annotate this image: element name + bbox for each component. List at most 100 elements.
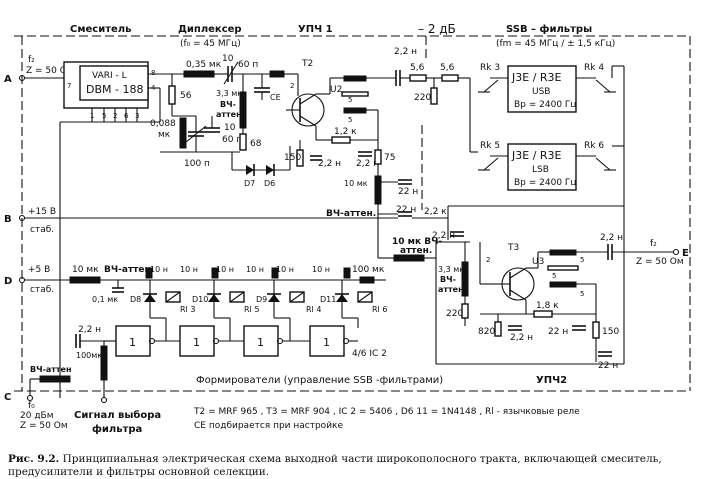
c22n-j-label: 2,2 н xyxy=(600,233,623,243)
diplexer-freq: (f₀ = 45 МГц) xyxy=(180,39,241,49)
r56-label: 56 xyxy=(180,91,192,101)
l10n-label: 10 н xyxy=(216,265,234,274)
port-c-freq: f₀ xyxy=(28,401,35,411)
gate-label: 1 xyxy=(129,336,136,349)
mixer-pin: 8 xyxy=(151,69,155,77)
relay-rk4: Rk 4 xyxy=(584,63,604,73)
relay-rk6: Rk 6 xyxy=(584,141,604,151)
vch-att2-label: ВЧ-аттен. xyxy=(326,209,376,219)
port-e-impedance: Z = 50 Ом xyxy=(636,257,684,267)
gate-3 xyxy=(243,325,279,357)
d9-label: D9 xyxy=(256,295,267,304)
r220-label: 220 xyxy=(414,93,431,103)
gate-4 xyxy=(309,325,345,357)
att3-vch2-label: аттен xyxy=(438,285,464,294)
att-vch2-label: аттен. xyxy=(216,110,245,119)
gate-label: 1 xyxy=(323,336,330,349)
c22n-h-label: 22 н xyxy=(548,327,568,337)
c100p-label: 100 п xyxy=(184,159,210,169)
diplexer: 0,35 мк 10 60 п 56 0,088 мк 100 п 10 60 … xyxy=(148,54,270,169)
attenuation-label: – 2 дБ xyxy=(418,22,456,36)
att33-label: 3,3 мк xyxy=(216,89,242,98)
pin5-label: 5 xyxy=(348,96,352,104)
c22n-g-label: 2,2 н xyxy=(510,333,533,343)
port-c: ВЧ-аттен C f₀ 20 дБм Z = 50 Ом xyxy=(4,365,72,431)
mixer-line1: VARI - L xyxy=(92,71,127,81)
port-b-label: B xyxy=(4,214,12,225)
section-borders xyxy=(14,35,691,392)
attenuator-pad: 2,2 н 5,6 5,6 220 xyxy=(394,47,470,105)
shapers-title: Формирователи (управление SSB -фильтрами… xyxy=(196,375,443,386)
l100mk-b-label: 100мк xyxy=(76,351,102,360)
d7-label: D7 xyxy=(244,179,255,188)
c01mk-label: 0,1 мк xyxy=(92,295,118,304)
if-amp1-title: УПЧ 1 xyxy=(298,24,333,35)
ssb-fm-label: (fm = 45 МГц / ± 1,5 кГц) xyxy=(496,39,615,49)
c22n-e-label: 22 н xyxy=(396,205,416,215)
l10n-label: 10 н xyxy=(180,265,198,274)
pin5e-label: 5 xyxy=(580,290,584,298)
vch-att-c-label: ВЧ-аттен xyxy=(30,365,72,374)
ssb-filters-title: SSB – фильтры xyxy=(506,23,592,35)
att-vch-label: ВЧ- xyxy=(220,100,236,109)
r220b-label: 220 xyxy=(446,309,463,319)
gate-label: 1 xyxy=(193,336,200,349)
gate-1 xyxy=(115,325,151,357)
mixer-line2: DBM - 188 xyxy=(86,83,143,96)
if-amplifier-2: 2,2 к 2,2 н 10 мк ВЧ- аттен. T3 2 3,3 мк… xyxy=(378,205,689,371)
mk-label: мк xyxy=(158,130,171,140)
port-b-stab: стаб. xyxy=(30,225,54,235)
filter-usb-bw: Bр = 2400 Гц xyxy=(514,100,577,110)
caption-label: Рис. 9.2. xyxy=(8,453,60,465)
c22n-b-label: 2,2 н xyxy=(356,159,379,169)
port-e-freq: f₂ xyxy=(650,239,657,249)
if-amp2-title: УПЧ2 xyxy=(536,375,567,386)
port-a-label: A xyxy=(4,74,12,85)
l0088-label: 0,088 xyxy=(150,119,176,129)
c22n-f-label: 2,2 н xyxy=(432,231,455,241)
l10mk-b-label: 10 мк ВЧ- xyxy=(392,237,442,247)
c22n-label: 2,2 н xyxy=(318,159,341,169)
port-a-impedance: Z = 50 Ом xyxy=(26,66,74,76)
rl3-label: Rl 3 xyxy=(180,305,195,314)
c22n-d-label: 22 н xyxy=(398,187,418,197)
port-c-label: C xyxy=(4,392,11,403)
relay-rk3: Rk 3 xyxy=(480,63,500,73)
d6-label: D6 xyxy=(264,179,275,188)
ic2-gates: 1 1 1 1 4/6 IC 2 xyxy=(104,318,387,359)
l10n-label: 10 н xyxy=(312,265,330,274)
port-a-freq: f₂ xyxy=(28,55,35,65)
r56a-label: 5,6 xyxy=(410,63,425,73)
r68-label: 68 xyxy=(250,139,262,149)
l100mk-label: 100 мк xyxy=(352,265,385,275)
r12k-label: 1,2 к xyxy=(334,127,357,137)
if-amplifier-1: T2 CE 2 U2 5 5 1,2 к 1 xyxy=(231,59,418,258)
select-signal-label: Сигнал выбора xyxy=(74,409,161,421)
port-c-impedance: Z = 50 Ом xyxy=(20,421,68,431)
l10mk-d-label: 10 мк xyxy=(72,265,99,275)
filter-usb-type: USB xyxy=(532,87,550,97)
att3-vch-label: ВЧ- xyxy=(440,275,456,284)
r56b-label: 5,6 xyxy=(440,63,455,73)
port-a: A f₂ Z = 50 Ом xyxy=(4,55,74,85)
mixer-dbm188: VARI - L DBM - 188 7 8 4 1 5 2 6 3 xyxy=(63,61,156,123)
parts-note: T2 = MRF 965 , T3 = MRF 904 , IC 2 = 540… xyxy=(193,407,580,417)
ce-note: CE подбирается при настройке xyxy=(194,421,343,431)
r150b-label: 150 xyxy=(602,327,619,337)
rail-15v: B +15 В стаб. xyxy=(4,207,448,235)
port-d-label: D xyxy=(4,276,12,287)
select-signal-label-2: фильтра xyxy=(92,423,142,435)
c22n-c-label: 2,2 н xyxy=(394,47,417,57)
ce-label: CE xyxy=(270,93,281,102)
relay-rk5: Rk 5 xyxy=(480,141,500,151)
filter-lsb-name: J3E / R3E xyxy=(511,149,562,162)
vch-att-d-label: ВЧ-аттен. xyxy=(104,265,154,275)
l10mk-label: 10 мк xyxy=(344,179,368,188)
mixer-title: Смеситель xyxy=(70,24,131,35)
rl5-label: Rl 5 xyxy=(244,305,259,314)
port-e-label: E xyxy=(682,248,689,259)
t3-label: T3 xyxy=(507,243,519,253)
figure-caption: Рис. 9.2. Принципиальная электрическая с… xyxy=(8,453,698,479)
ic2-label: 4/6 IC 2 xyxy=(352,349,387,359)
